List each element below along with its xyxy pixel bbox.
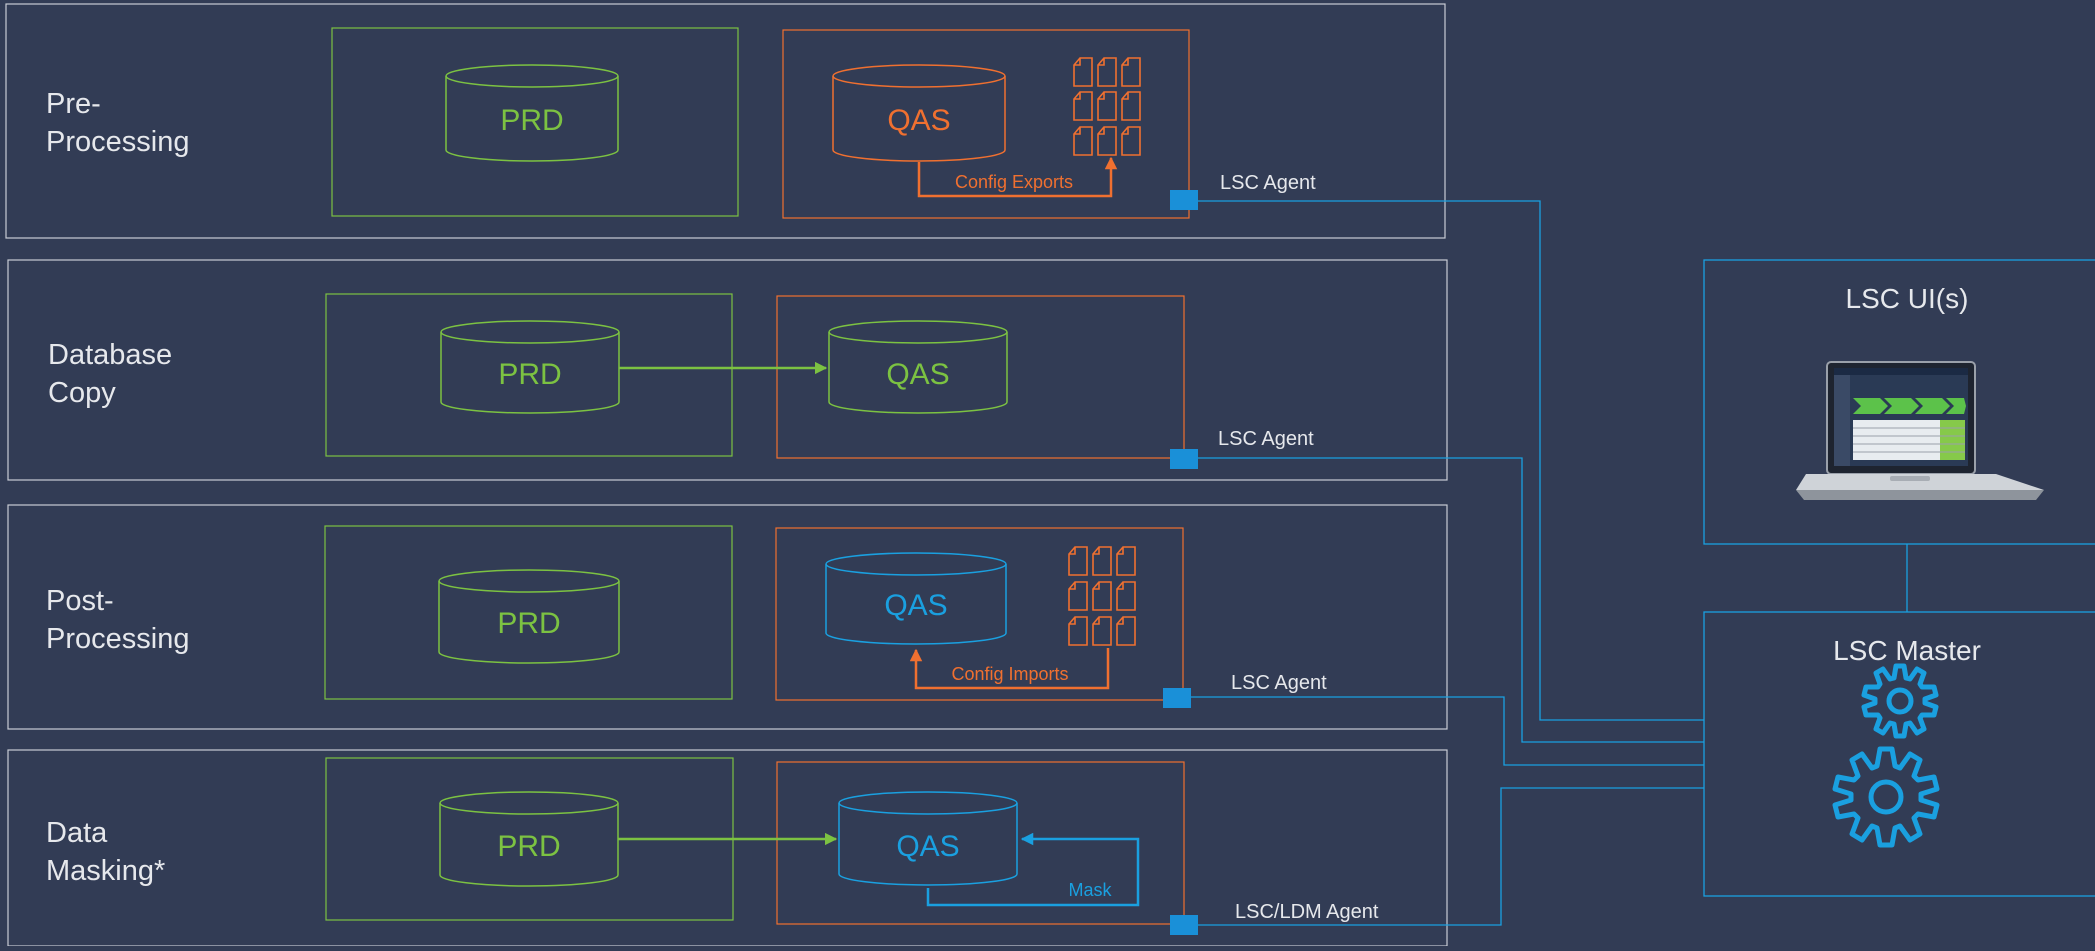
qas-label: QAS — [896, 830, 959, 863]
lsc-master-panel: LSC Master — [1703, 611, 2095, 897]
agent-connector — [1170, 915, 1198, 935]
prd-label: PRD — [497, 607, 560, 640]
qas-database-icon: QAS — [838, 791, 1018, 886]
gears-icon — [1832, 663, 1940, 848]
phase-data-masking: Data Masking* PRD QAS Mask LSC/LDM Agent — [7, 749, 1448, 947]
phase-label-line2: Processing — [46, 126, 189, 158]
config-files-icon — [1068, 546, 1136, 646]
mask-loop-arrow — [926, 832, 1140, 907]
prd-label: PRD — [497, 830, 560, 863]
agent-connector — [1163, 688, 1191, 708]
prd-system-box — [331, 27, 739, 217]
qas-label: QAS — [886, 358, 949, 391]
phase-panel — [7, 749, 1448, 947]
qas-system-box — [776, 295, 1185, 459]
phase-post-processing: Post- Processing PRD QAS Config Imports — [7, 504, 1448, 730]
prd-database-icon: PRD — [440, 320, 620, 414]
qas-database-icon: QAS — [825, 552, 1007, 645]
prd-label: PRD — [498, 358, 561, 391]
qas-system-box — [782, 29, 1190, 219]
phase-panel — [7, 504, 1448, 730]
phase-label-line2: Copy — [48, 377, 116, 409]
qas-database-icon: QAS — [832, 64, 1006, 162]
agent-label: LSC Agent — [1220, 172, 1316, 194]
phase-label-line1: Pre- — [46, 88, 101, 120]
phase-label-line1: Post- — [46, 585, 114, 617]
lsc-ui-title: LSC UI(s) — [1846, 283, 1969, 314]
prd-database-icon: PRD — [445, 64, 619, 162]
phase-label-line2: Masking* — [46, 855, 165, 887]
prd-database-icon: PRD — [438, 569, 620, 664]
config-exports-label: Config Exports — [955, 172, 1073, 192]
laptop-icon — [1796, 361, 2044, 500]
agent-label: LSC/LDM Agent — [1235, 901, 1379, 923]
connection-line-pre-processing — [1198, 200, 1704, 721]
lsc-master-title: LSC Master — [1833, 635, 1981, 666]
lsc-master-box — [1703, 611, 2095, 897]
phase-panel — [7, 259, 1448, 481]
config-import-arrow — [909, 648, 1110, 690]
agent-label: LSC Agent — [1231, 672, 1327, 694]
agent-connector — [1170, 190, 1198, 210]
phase-database-copy: Database Copy PRD QAS LSC Agent — [7, 259, 1448, 481]
phase-panel — [5, 3, 1446, 239]
config-export-arrow — [917, 156, 1118, 198]
mask-label: Mask — [1068, 880, 1112, 900]
prd-label: PRD — [500, 104, 563, 137]
phase-pre-processing: Pre- Processing PRD QAS Config Exports — [5, 3, 1446, 239]
qas-system-box — [775, 527, 1184, 701]
lsc-ui-box — [1703, 259, 2095, 545]
connection-line-database-copy — [1198, 457, 1704, 743]
agent-connection-lines — [1191, 200, 1908, 926]
config-imports-label: Config Imports — [951, 664, 1068, 684]
phase-label-line1: Data — [46, 817, 108, 849]
prd-system-box — [325, 293, 733, 457]
qas-database-icon: QAS — [828, 320, 1008, 414]
config-files-icon — [1073, 57, 1141, 156]
agent-label: LSC Agent — [1218, 428, 1314, 450]
phase-label-line1: Database — [48, 339, 172, 371]
connection-line-data-masking — [1198, 787, 1704, 926]
connection-line-post-processing — [1191, 696, 1704, 766]
prd-system-box — [324, 525, 733, 700]
lsc-ui-panel: LSC UI(s) — [1703, 259, 2095, 545]
qas-label: QAS — [884, 589, 947, 622]
phase-label-line2: Processing — [46, 623, 189, 655]
qas-label: QAS — [887, 104, 950, 137]
agent-connector — [1170, 449, 1198, 469]
prd-database-icon: PRD — [439, 791, 619, 887]
qas-system-box — [776, 761, 1185, 925]
